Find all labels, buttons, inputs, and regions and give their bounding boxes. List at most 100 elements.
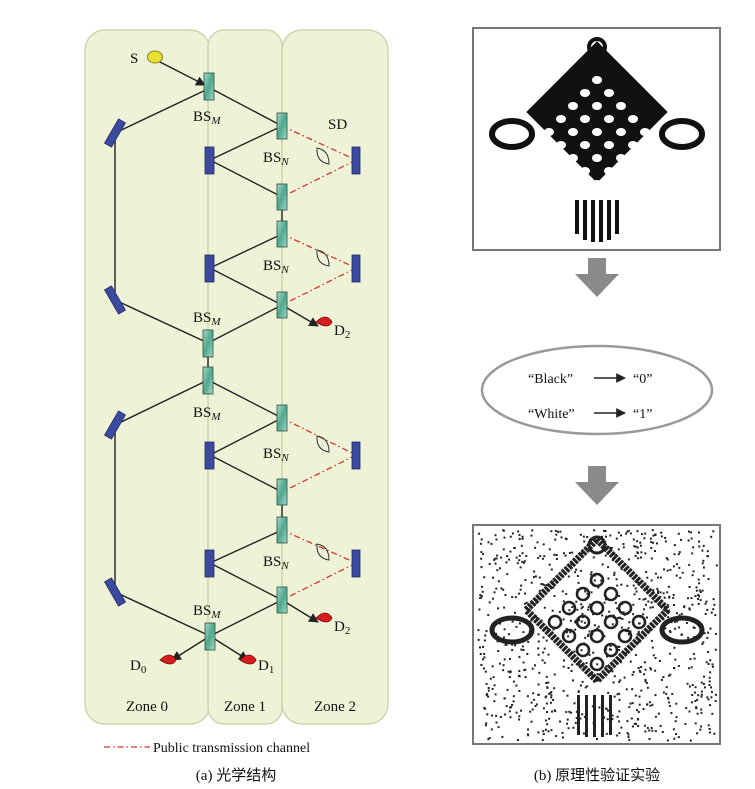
noise-dot — [597, 586, 600, 589]
noise-dot — [504, 713, 506, 716]
noise-dot — [490, 728, 493, 731]
noise-dot — [668, 674, 670, 677]
noise-dot — [583, 732, 585, 735]
noise-dot — [707, 698, 710, 701]
noise-dot — [611, 559, 614, 562]
noise-dot — [497, 650, 500, 652]
noise-dot — [672, 728, 675, 731]
noise-dot — [592, 651, 595, 654]
mirror-icon — [103, 118, 127, 148]
mirror-icon — [351, 146, 361, 175]
mapping-black-to: “0” — [633, 372, 652, 387]
noise-dot — [521, 535, 524, 538]
noise-dot — [521, 537, 524, 540]
noise-dot — [523, 602, 526, 605]
noise-dot — [700, 690, 703, 693]
bsm-label: BSM — [193, 109, 221, 127]
noise-dot — [499, 567, 501, 570]
noise-dot — [598, 706, 601, 709]
noise-dot — [708, 728, 711, 730]
noise-dot — [712, 530, 715, 533]
noise-dot — [543, 584, 546, 587]
noise-dot — [608, 610, 611, 613]
noise-dot — [646, 726, 649, 729]
noise-dot — [651, 529, 654, 532]
noise-dot — [547, 653, 550, 656]
noise-dot — [574, 619, 577, 622]
noise-dot — [667, 616, 670, 619]
noise-dot — [542, 707, 545, 710]
noise-dot — [581, 680, 584, 683]
noise-dot — [622, 611, 625, 614]
noise-dot — [537, 647, 540, 650]
noise-dot — [503, 536, 506, 539]
noise-dot — [636, 551, 639, 554]
noise-dot — [477, 629, 480, 632]
noise-dot — [627, 558, 630, 561]
noise-dot — [646, 576, 649, 579]
noise-dot — [711, 665, 714, 668]
noise-dot — [485, 694, 488, 697]
noise-dot — [626, 731, 629, 734]
noise-dot — [703, 675, 705, 678]
noise-dot — [652, 534, 655, 537]
noise-dot — [518, 715, 521, 718]
noise-dot — [706, 696, 709, 699]
noise-dot — [581, 612, 584, 615]
noise-dot — [568, 710, 571, 713]
noise-dot — [546, 711, 548, 713]
noise-dot — [484, 707, 487, 710]
noise-dot — [664, 540, 667, 543]
noise-dot — [518, 538, 521, 540]
noise-dot — [700, 725, 702, 728]
caption-b: (b) 原理性验证实验 — [534, 767, 660, 784]
noise-dot — [541, 557, 544, 560]
noise-dot — [666, 591, 669, 594]
noise-dot — [618, 595, 621, 597]
mirror-icon — [103, 577, 127, 607]
noise-dot — [697, 597, 699, 600]
noise-dot — [493, 700, 496, 703]
noise-dot — [651, 729, 654, 732]
noise-dot — [584, 636, 587, 639]
noise-dot — [511, 643, 514, 646]
noise-dot — [553, 687, 556, 690]
noise-dot — [566, 694, 569, 697]
noise-dot — [667, 696, 670, 699]
noise-dot — [616, 584, 619, 587]
noise-dot — [673, 667, 676, 670]
noise-dot — [553, 709, 556, 712]
noise-dot — [498, 662, 501, 665]
beamsplitter-m-icon — [202, 366, 214, 395]
switch-detector-icon — [316, 435, 330, 453]
noise-dot — [505, 561, 508, 564]
noise-dot — [525, 601, 528, 604]
noise-dot — [508, 676, 511, 679]
noise-dot — [538, 576, 541, 579]
noise-dot — [668, 704, 671, 707]
detector-d0-icon — [159, 654, 177, 665]
noise-dot — [677, 665, 680, 667]
noise-dot — [654, 550, 656, 552]
noise-dot — [568, 552, 571, 554]
noise-dot — [596, 679, 599, 682]
bsn-label: BSN — [263, 554, 289, 572]
noise-dot — [613, 675, 616, 678]
noise-dot — [573, 702, 576, 705]
noise-dot — [696, 712, 699, 715]
noise-dot — [532, 692, 535, 695]
noise-dot — [619, 679, 622, 682]
noise-dot — [666, 604, 669, 607]
noise-dot — [502, 588, 505, 591]
noise-dot — [708, 676, 711, 679]
noise-dot — [533, 698, 536, 701]
noise-dot — [568, 609, 571, 612]
noise-dot — [654, 694, 657, 697]
noise-dot — [511, 704, 514, 706]
noise-dot — [593, 624, 596, 627]
noise-dot — [710, 696, 713, 699]
noise-dot — [518, 622, 521, 625]
noise-dot — [535, 616, 538, 619]
noise-dot — [555, 554, 558, 556]
